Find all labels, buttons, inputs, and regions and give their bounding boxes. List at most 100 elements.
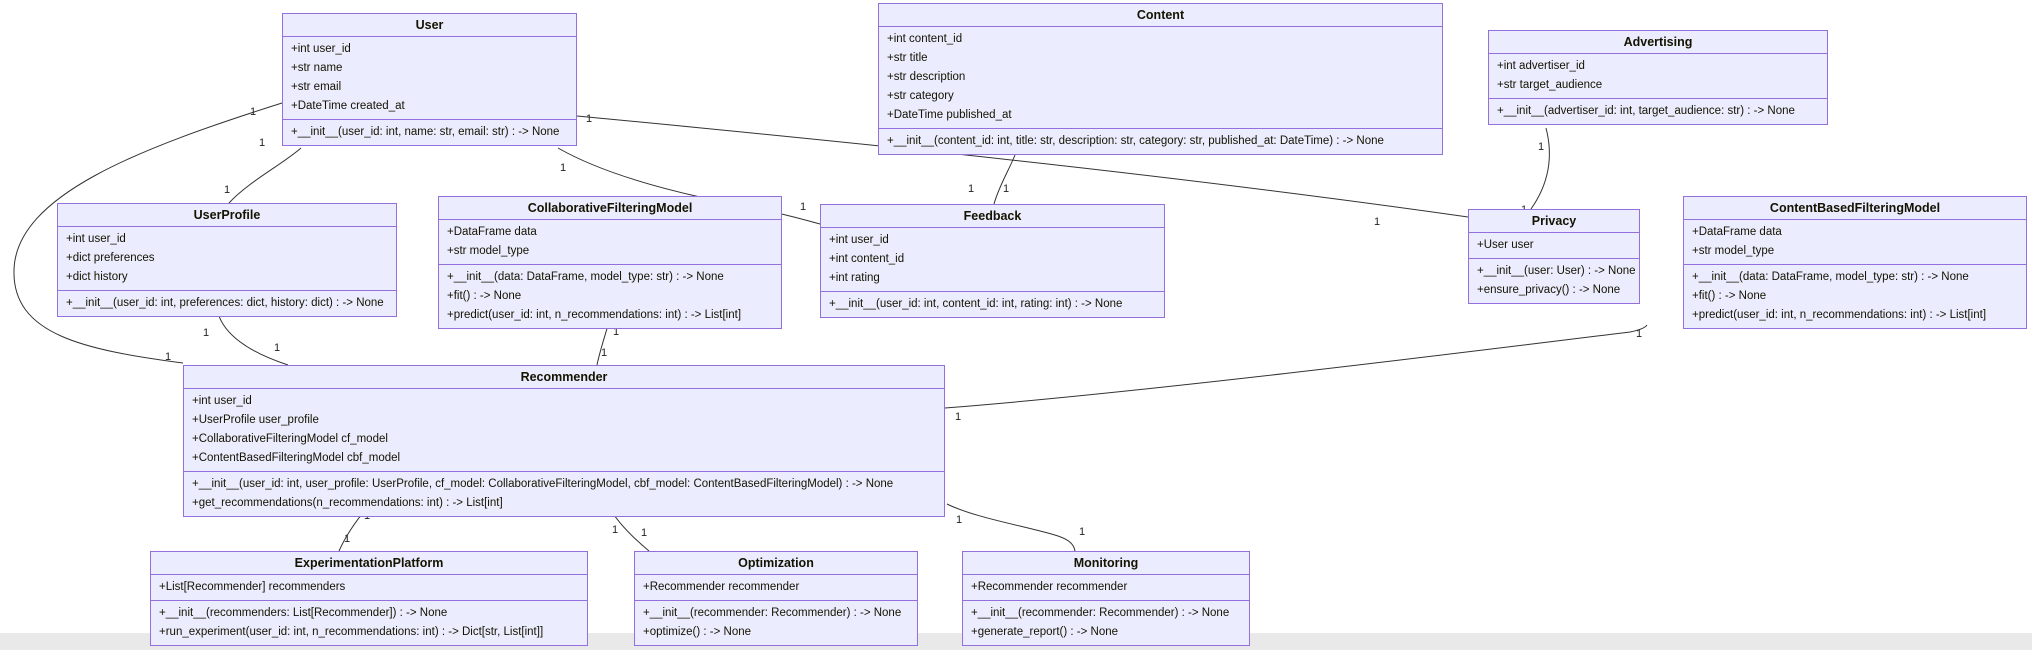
method: +__init__(recommender: Recommender) : ->…: [643, 607, 902, 619]
attributes-section: +int user_id +UserProfile user_profile +…: [184, 389, 944, 472]
attribute: +str model_type: [447, 245, 530, 257]
methods-section: +__init__(user_id: int, user_profile: Us…: [184, 472, 944, 516]
class-title: Monitoring: [963, 552, 1249, 575]
class-title: Optimization: [635, 552, 917, 575]
methods-section: +__init__(data: DataFrame, model_type: s…: [439, 265, 781, 328]
method: +optimize() : -> None: [643, 626, 752, 638]
attribute: +int user_id: [829, 234, 889, 246]
multiplicity-label: 1: [586, 113, 592, 125]
methods-section: +__init__(user_id: int, preferences: dic…: [58, 291, 396, 316]
edge-User-UserProfile: [228, 147, 302, 204]
multiplicity-label: 1: [1003, 183, 1009, 195]
edge-Advertising-Privacy: [1530, 127, 1550, 210]
attribute: +User user: [1477, 239, 1534, 251]
class-userprofile: UserProfile +int user_id +dict preferenc…: [57, 203, 397, 317]
attributes-section: +List[Recommender] recommenders: [151, 575, 587, 601]
multiplicity-label: 1: [344, 533, 350, 545]
class-title: Recommender: [184, 366, 944, 389]
attributes-section: +int user_id +int content_id +int rating: [821, 228, 1164, 292]
attributes-section: +User user: [1469, 233, 1639, 259]
class-feedback: Feedback +int user_id +int content_id +i…: [820, 204, 1165, 318]
multiplicity-label: 1: [203, 327, 209, 339]
class-optimization: Optimization +Recommender recommender +_…: [634, 551, 918, 646]
attribute: +ContentBasedFilteringModel cbf_model: [192, 452, 401, 464]
class-title: ExperimentationPlatform: [151, 552, 587, 575]
attribute: +dict preferences: [66, 252, 155, 264]
attribute: +str description: [887, 71, 966, 83]
attributes-section: +int user_id +dict preferences +dict his…: [58, 227, 396, 291]
attribute: +List[Recommender] recommenders: [159, 581, 346, 593]
attributes-section: +Recommender recommender: [635, 575, 917, 601]
method: +fit() : -> None: [447, 290, 522, 302]
method: +ensure_privacy() : -> None: [1477, 284, 1621, 296]
class-advertising: Advertising +int advertiser_id +str targ…: [1488, 30, 1828, 125]
class-contentbasedfilteringmodel: ContentBasedFilteringModel +DataFrame da…: [1683, 196, 2027, 329]
class-title: Privacy: [1469, 210, 1639, 233]
multiplicity-label: 1: [1374, 216, 1380, 228]
multiplicity-label: 1: [250, 106, 256, 118]
class-title: User: [283, 14, 576, 37]
attribute: +DateTime created_at: [291, 100, 405, 112]
attributes-section: +int advertiser_id +str target_audience: [1489, 54, 1827, 99]
methods-section: +__init__(recommender: Recommender) : ->…: [963, 601, 1249, 645]
class-privacy: Privacy +User user +__init__(user: User)…: [1468, 209, 1640, 304]
attribute: +str title: [887, 52, 928, 64]
attribute: +Recommender recommender: [643, 581, 800, 593]
attribute: +int content_id: [829, 253, 905, 265]
attribute: +DataFrame data: [447, 226, 537, 238]
multiplicity-label: 1: [560, 162, 566, 174]
attribute: +dict history: [66, 271, 128, 283]
multiplicity-label: 1: [968, 183, 974, 195]
methods-section: +__init__(recommenders: List[Recommender…: [151, 601, 587, 645]
attributes-section: +int user_id +str name +str email +DateT…: [283, 37, 576, 120]
multiplicity-label: 1: [613, 326, 619, 338]
methods-section: +__init__(data: DataFrame, model_type: s…: [1684, 265, 2026, 328]
method: +__init__(user_id: int, content_id: int,…: [829, 298, 1123, 310]
class-content: Content +int content_id +str title +str …: [878, 3, 1443, 155]
methods-section: +__init__(user_id: int, content_id: int,…: [821, 292, 1164, 317]
attribute: +Recommender recommender: [971, 581, 1128, 593]
edge-UserProfile-Recommender: [217, 312, 289, 366]
methods-section: +__init__(user: User) : -> None +ensure_…: [1469, 259, 1639, 303]
class-title: Content: [879, 4, 1442, 27]
multiplicity-label: 1: [274, 342, 280, 354]
multiplicity-label: 1: [612, 524, 618, 536]
class-recommender: Recommender +int user_id +UserProfile us…: [183, 365, 945, 517]
multiplicity-label: 1: [165, 351, 171, 363]
edge-User-Recommender: [13, 102, 283, 364]
method: +__init__(recommenders: List[Recommender…: [159, 607, 448, 619]
attribute: +int user_id: [291, 43, 351, 55]
class-collaborativefilteringmodel: CollaborativeFilteringModel +DataFrame d…: [438, 196, 782, 329]
class-title: Advertising: [1489, 31, 1827, 54]
class-title: ContentBasedFilteringModel: [1684, 197, 2026, 220]
attribute: +str model_type: [1692, 245, 1775, 257]
method: +fit() : -> None: [1692, 290, 1767, 302]
multiplicity-label: 1: [224, 184, 230, 196]
attribute: +UserProfile user_profile: [192, 414, 319, 426]
method: +generate_report() : -> None: [971, 626, 1119, 638]
method: +__init__(recommender: Recommender) : ->…: [971, 607, 1230, 619]
multiplicity-label: 1: [1636, 328, 1642, 340]
multiplicity-label: 1: [955, 411, 961, 423]
edge-Recommender-Monitoring: [946, 503, 1076, 552]
multiplicity-label: 1: [259, 137, 265, 149]
attributes-section: +Recommender recommender: [963, 575, 1249, 601]
multiplicity-label: 1: [641, 527, 647, 539]
attribute: +int advertiser_id: [1497, 60, 1585, 72]
method: +__init__(user_id: int, user_profile: Us…: [192, 478, 894, 490]
attribute: +int content_id: [887, 33, 963, 45]
method: +predict(user_id: int, n_recommendations…: [1692, 309, 1987, 321]
multiplicity-label: 1: [956, 514, 962, 526]
method: +__init__(advertiser_id: int, target_aud…: [1497, 105, 1795, 117]
class-title: UserProfile: [58, 204, 396, 227]
methods-section: +__init__(recommender: Recommender) : ->…: [635, 601, 917, 645]
class-user: User +int user_id +str name +str email +…: [282, 13, 577, 146]
attribute: +int rating: [829, 272, 880, 284]
edge-User-Privacy: [576, 115, 1469, 218]
multiplicity-label: 1: [1079, 526, 1085, 538]
attribute: +str email: [291, 81, 342, 93]
methods-section: +__init__(user_id: int, name: str, email…: [283, 120, 576, 145]
attribute: +int user_id: [192, 395, 252, 407]
attribute: +CollaborativeFilteringModel cf_model: [192, 433, 388, 445]
